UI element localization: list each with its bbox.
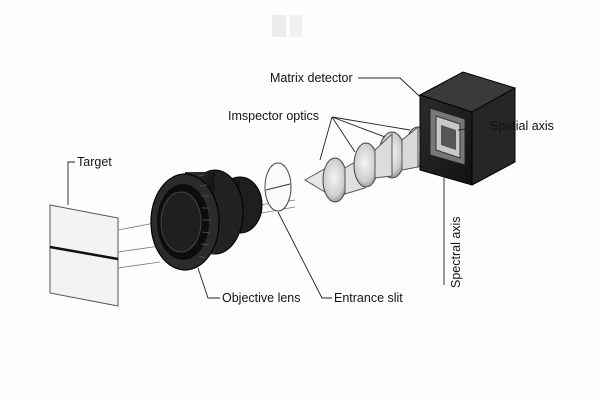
objective-lens (150, 169, 263, 271)
imspector-optics (304, 125, 431, 203)
entrance-slit (264, 162, 292, 212)
spatial-axis-label: Spatial axis (490, 119, 554, 133)
entrance-slit-label: Entrance slit (334, 291, 403, 305)
matrix-detector-label: Matrix detector (270, 71, 353, 85)
spectral-axis-label: Spectral axis (449, 216, 463, 288)
matrix-detector-cube (418, 71, 517, 186)
target-card (49, 204, 119, 307)
imspector-optics-label: Imspector optics (228, 109, 319, 123)
scan-artifact (272, 15, 302, 37)
leader-lines (67, 77, 489, 299)
target-label: Target (77, 155, 112, 169)
objective-lens-label: Objective lens (222, 291, 301, 305)
